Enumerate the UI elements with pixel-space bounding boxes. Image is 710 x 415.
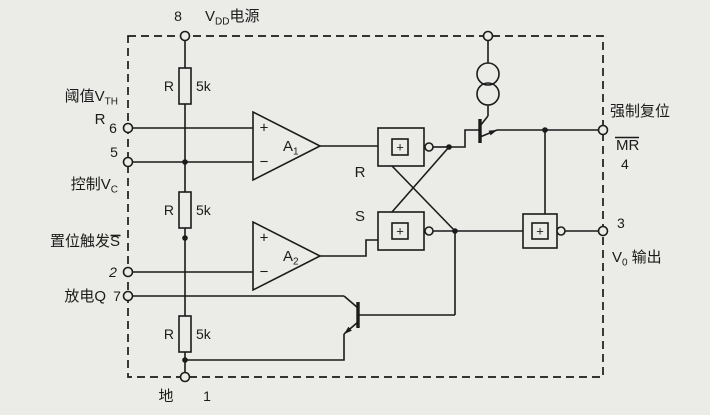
a2-name-label: A2 [283, 248, 299, 268]
ff-r-gate-bubble [424, 142, 434, 152]
pin8-number-label: 8 [174, 8, 182, 24]
a2-minus-input-label: − [260, 264, 269, 281]
ff-crosscouple-wire-2 [391, 165, 456, 232]
a1-minus-input-label: − [260, 154, 269, 171]
output-gate: + [455, 213, 599, 249]
pin5-number-label: 5 [110, 144, 118, 160]
pin4-number-label: 4 [621, 156, 629, 172]
pin1-ground: 地 1 [158, 371, 211, 405]
pin2-trigger: 置位触发S 2 [50, 233, 253, 280]
current-source [476, 30, 500, 116]
resistor-r1-value: 5k [196, 78, 212, 94]
junction-dot [542, 127, 548, 133]
pin5-terminal [122, 156, 134, 168]
ff-r-gate-symbol: + [396, 140, 404, 155]
current-source-icon [476, 82, 500, 106]
discharge-transistor [185, 231, 456, 361]
comparator-a2-body [252, 220, 322, 292]
reset-label: 强制复位 [610, 102, 670, 120]
divider-chain: R 5k R 5k R 5k [164, 67, 212, 373]
discharge-emitter-wire [185, 334, 345, 361]
pin2-terminal [122, 266, 134, 278]
reset-transistor-collector [479, 115, 489, 127]
ff-r-input-label: R [355, 164, 366, 181]
pin4-terminal [597, 124, 609, 136]
pin6-number-label: 6 [109, 120, 117, 136]
ic-boundary [127, 35, 604, 378]
pin8-vdd: 8 VDD电源 [174, 8, 259, 68]
resistor-r1-body [178, 67, 192, 105]
current-source-icon [476, 62, 500, 86]
pin1-terminal [179, 371, 191, 383]
pin1-number-label: 1 [203, 388, 211, 404]
pin7-discharge: 放电Q 7 [64, 288, 344, 305]
ic-boundary-box [127, 35, 604, 378]
junction-dot [182, 235, 188, 241]
emitter-arrow-icon [344, 326, 352, 334]
discharge-transistor-collector [343, 295, 359, 309]
resistor-r2-label: R [164, 202, 174, 218]
threshold-r-label: R [95, 111, 106, 128]
control-label: 控制VC [71, 176, 118, 196]
output-gate-symbol-box [531, 222, 549, 240]
pin7-terminal [122, 290, 134, 302]
ff-s-input-label: S [355, 208, 365, 225]
discharge-label: 放电Q [64, 288, 106, 305]
output-gate-symbol: + [536, 224, 544, 239]
pin7-number-label: 7 [113, 288, 121, 304]
emitter-arrow-icon [488, 130, 497, 136]
pin8-vdd-label: VDD电源 [205, 8, 259, 28]
pin3-terminal [597, 225, 609, 237]
ff-s-gate-body [377, 211, 425, 251]
a2-plus-input-label: + [260, 230, 269, 247]
threshold-label: 阈值VTH [65, 88, 118, 108]
ff-s-gate-symbol: + [396, 224, 404, 239]
reset-transistor [449, 115, 498, 148]
ground-label: 地 [158, 388, 173, 405]
pin5-control: 5 控制VC [71, 144, 253, 196]
comparator-a1: + − A1 [252, 110, 378, 182]
ff-s-gate-symbol-box [391, 222, 409, 240]
a1-plus-input-label: + [260, 120, 269, 137]
comparator-a2: + − A2 [252, 220, 378, 292]
resistor-r2-body [178, 191, 192, 229]
resistor-r3-body [178, 315, 192, 353]
ff-r-gate-body [377, 127, 425, 167]
a2-output-wire [320, 239, 378, 257]
trigger-label: 置位触发S [50, 233, 120, 250]
resistor-r3-label: R [164, 326, 174, 342]
ff-r-gate-symbol-box [391, 138, 409, 156]
resistor-r2-value: 5k [196, 202, 212, 218]
ff-crosscouple-wire-1 [391, 146, 450, 213]
output-gate-bubble [556, 226, 566, 236]
pin2-number-label: 2 [108, 264, 117, 280]
pin8-terminal [179, 30, 191, 42]
rs-flipflop: R S + + [355, 127, 458, 251]
pin3-number-label: 3 [617, 215, 625, 231]
a1-name-label: A1 [283, 138, 299, 158]
reset-transistor-base-wire [449, 129, 480, 148]
resistor-r3-value: 5k [196, 326, 212, 342]
reset-name-label: MR [616, 137, 639, 154]
pin6-threshold: 阈值VTH R 6 [65, 88, 253, 136]
ff-s-gate-bubble [424, 226, 434, 236]
pin4-reset: 强制复位 MR 4 [497, 102, 670, 214]
comparator-a1-body [252, 110, 322, 182]
vdd-top-terminal [482, 30, 494, 42]
resistor-r1-label: R [164, 78, 174, 94]
pin6-terminal [122, 122, 134, 134]
